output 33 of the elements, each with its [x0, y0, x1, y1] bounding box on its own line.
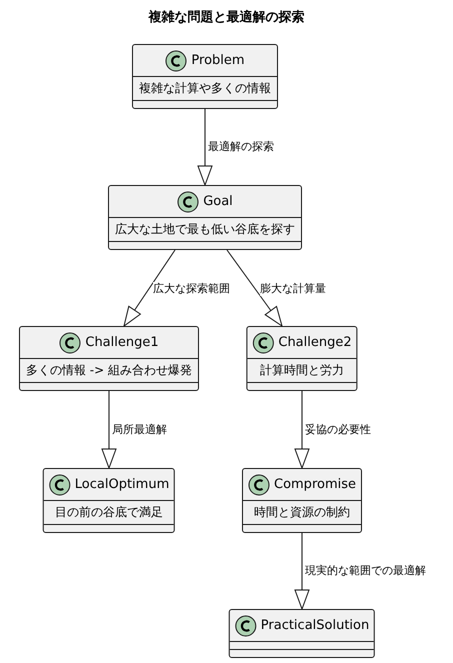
- class-attribute: 複雑な計算や多くの情報: [139, 80, 271, 97]
- inheritance-arrow: [294, 390, 310, 468]
- class-box: [228, 609, 376, 658]
- class-attribute: 目の前の谷底で満足: [54, 504, 164, 521]
- inheritance-arrow: [198, 108, 212, 186]
- edge-label: 膨大な計算量: [260, 282, 326, 296]
- class-name: Problem: [191, 52, 245, 70]
- class-box: [242, 468, 362, 533]
- inheritance-arrow: [294, 532, 310, 610]
- class-name: Compromise: [274, 476, 356, 494]
- class-box: [42, 468, 176, 533]
- class-attribute: 時間と資源の制約: [253, 504, 351, 521]
- class-name: PracticalSolution: [260, 616, 370, 635]
- class-name: LocalOptimum: [74, 476, 170, 494]
- diagram-title: 複雑な問題と最適解の探索: [147, 8, 306, 27]
- class-box: [246, 326, 358, 391]
- class-box: [132, 44, 278, 109]
- inheritance-arrow: [226, 250, 282, 326]
- inheritance-arrow: [102, 390, 116, 468]
- edge-label: 最適解の探索: [208, 140, 274, 154]
- class-attribute: 多くの情報 -> 組み合わせ爆発: [26, 362, 192, 379]
- inheritance-arrow: [124, 250, 176, 326]
- class-name: Challenge1: [85, 334, 159, 352]
- edge-label: 広大な探索範囲: [153, 282, 230, 296]
- class-name: Challenge2: [278, 334, 352, 352]
- edge-label: 局所最適解: [112, 423, 167, 437]
- edge-label: 現実的な範囲での最適解: [305, 564, 426, 578]
- class-box: [108, 185, 302, 250]
- edge-label: 妥協の必要性: [305, 423, 371, 437]
- class-name: Goal: [203, 192, 233, 211]
- class-box: [19, 326, 199, 391]
- class-attribute: 広大な土地で最も低い谷底を探す: [115, 221, 295, 238]
- class-attribute: 計算時間と労力: [259, 362, 345, 379]
